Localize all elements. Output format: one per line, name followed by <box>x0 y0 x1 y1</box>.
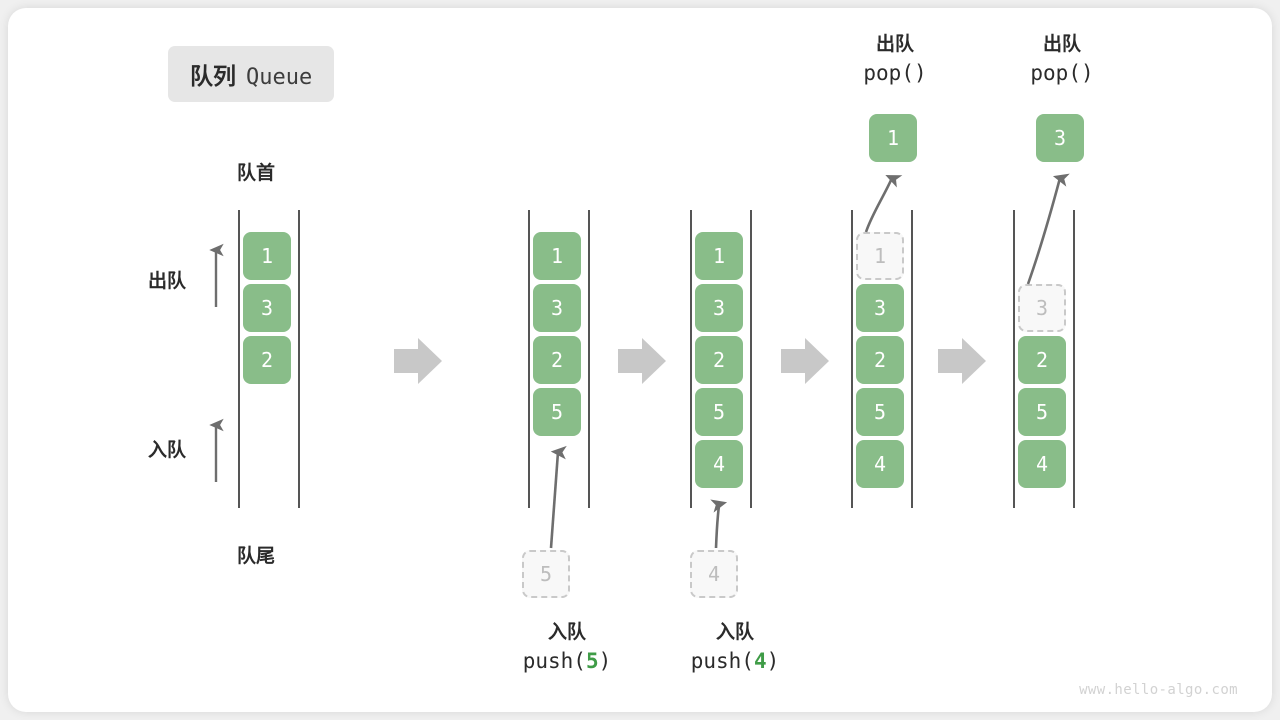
rail-left-col4 <box>851 210 853 508</box>
caption-line1: 出队 <box>1042 34 1081 55</box>
caption-pop-3: 出队 pop() <box>1002 32 1122 89</box>
queue-element: 3 <box>243 284 291 332</box>
caption-line2: push(4) <box>690 648 780 673</box>
diagram-title-badge: 队列 Queue <box>168 46 335 102</box>
caption-line1: 入队 <box>715 622 754 643</box>
queue-element: 2 <box>1018 336 1066 384</box>
title-english: Queue <box>246 65 313 90</box>
rail-right-col5 <box>1073 210 1075 508</box>
rail-left-col3 <box>690 210 692 508</box>
queue-element: 1 <box>243 232 291 280</box>
popped-element-ghost: 3 <box>1018 284 1066 332</box>
queue-element: 5 <box>856 388 904 436</box>
queue-element: 2 <box>533 336 581 384</box>
queue-element-new: 4 <box>695 440 743 488</box>
incoming-element-ghost: 5 <box>522 550 570 598</box>
rail-left-col5 <box>1013 210 1015 508</box>
queue-element: 4 <box>856 440 904 488</box>
queue-element: 3 <box>695 284 743 332</box>
rail-right-col4 <box>911 210 913 508</box>
queue-element: 3 <box>533 284 581 332</box>
queue-element: 2 <box>695 336 743 384</box>
caption-line2: pop() <box>863 60 927 85</box>
popped-element: 3 <box>1036 114 1084 162</box>
rail-left-col2 <box>528 210 530 508</box>
queue-element: 2 <box>243 336 291 384</box>
caption-pop-1: 出队 pop() <box>835 32 955 89</box>
watermark: www.hello-algo.com <box>1079 682 1238 698</box>
caption-line1: 出队 <box>875 34 914 55</box>
queue-element: 5 <box>1018 388 1066 436</box>
queue-element: 2 <box>856 336 904 384</box>
label-enqueue-direction: 入队 <box>148 440 187 461</box>
caption-line2: push(5) <box>522 648 612 673</box>
queue-element-new: 5 <box>533 388 581 436</box>
popped-element-ghost: 1 <box>856 232 904 280</box>
rail-right-col3 <box>750 210 752 508</box>
diagram-card <box>8 8 1272 712</box>
caption-line1: 入队 <box>547 622 586 643</box>
caption-push-5: 入队 push(5) <box>507 620 627 677</box>
queue-element: 5 <box>695 388 743 436</box>
rail-left-col1 <box>238 210 240 508</box>
queue-element: 3 <box>856 284 904 332</box>
caption-line2: pop() <box>1030 60 1094 85</box>
rail-right-col1 <box>298 210 300 508</box>
rail-right-col2 <box>588 210 590 508</box>
queue-element: 1 <box>695 232 743 280</box>
label-queue-tail: 队尾 <box>237 546 276 567</box>
incoming-element-ghost: 4 <box>690 550 738 598</box>
label-dequeue-direction: 出队 <box>148 271 187 292</box>
queue-element: 4 <box>1018 440 1066 488</box>
title-chinese: 队列 <box>190 63 236 89</box>
label-queue-head: 队首 <box>237 163 276 184</box>
caption-push-4: 入队 push(4) <box>675 620 795 677</box>
popped-element: 1 <box>869 114 917 162</box>
queue-element: 1 <box>533 232 581 280</box>
